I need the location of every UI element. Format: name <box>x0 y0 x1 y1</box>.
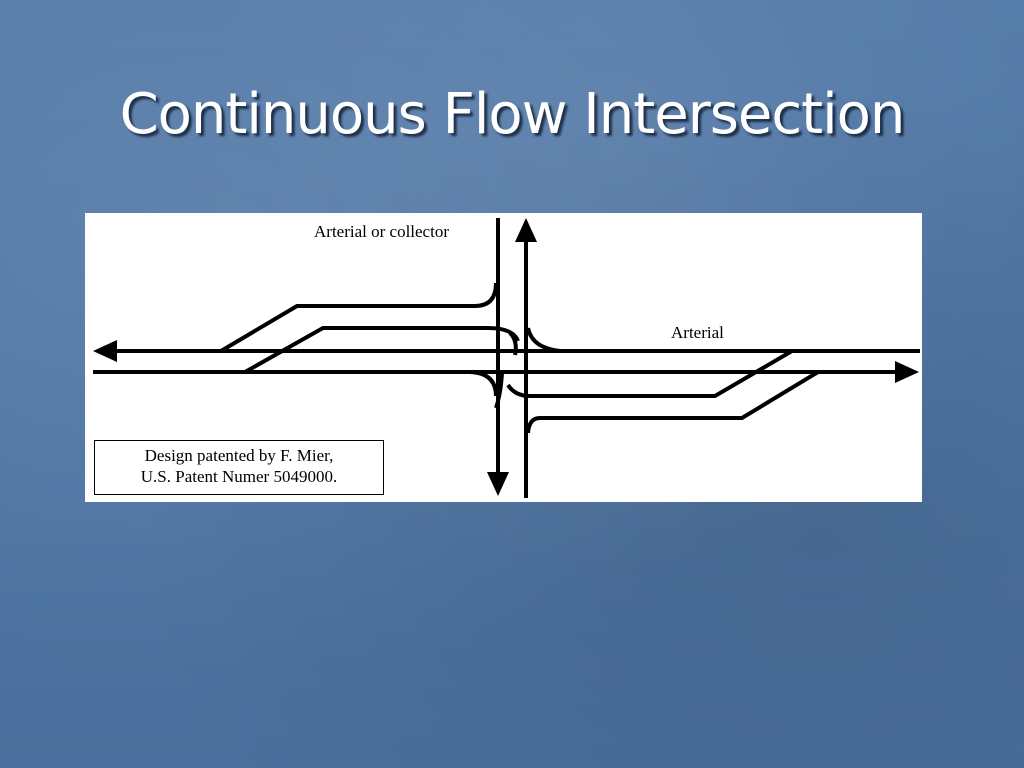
arrow-left-icon <box>93 340 117 362</box>
turn-arc-northwest <box>508 331 518 356</box>
turn-arc-southwest <box>469 370 498 397</box>
intersection-drawing <box>93 218 920 498</box>
patent-note-box: Design patented by F. Mier, U.S. Patent … <box>94 440 384 495</box>
cross-road-label: Arterial or collector <box>314 222 449 241</box>
intersection-diagram: Arterial or collector Arterial Design pa… <box>85 213 922 502</box>
turn-arc-northeast <box>526 327 561 353</box>
left-turn-lane-west-outer <box>219 282 498 353</box>
arrow-up-icon <box>515 218 537 242</box>
arrow-down-icon <box>487 472 509 496</box>
arterial-label: Arterial <box>671 323 724 342</box>
left-turn-lane-west-inner <box>244 326 520 374</box>
patent-note-line-1: Design patented by F. Mier, <box>144 446 334 465</box>
slide-title: Continuous Flow Intersection <box>119 82 906 147</box>
left-turn-lane-east-inner <box>526 370 820 434</box>
patent-note-line-2: U.S. Patent Numer 5049000. <box>140 467 338 486</box>
arrow-right-icon <box>895 361 919 383</box>
left-turn-lane-east-outer <box>506 349 794 398</box>
turn-arc-southeast <box>494 371 504 409</box>
